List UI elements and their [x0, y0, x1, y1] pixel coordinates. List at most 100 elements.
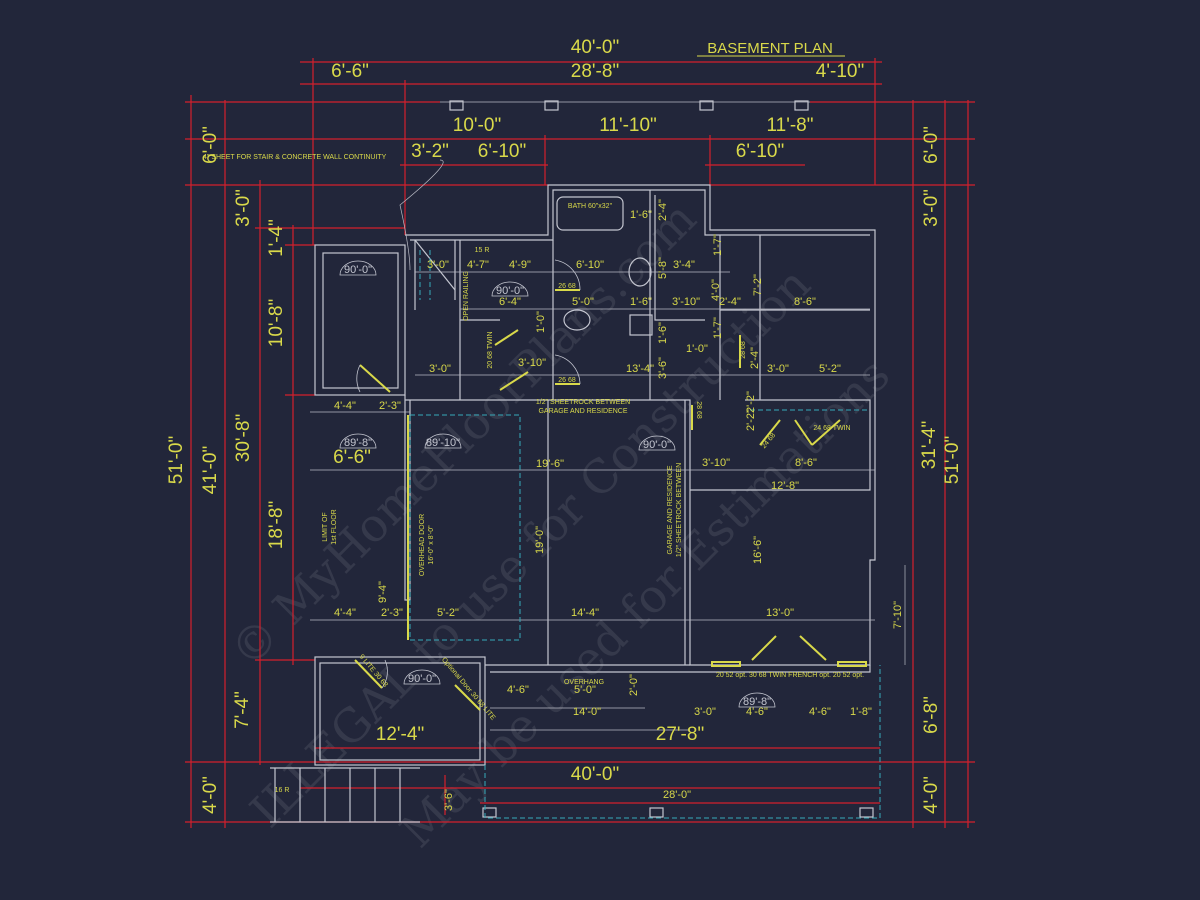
dim-label: 3'-4": [673, 259, 695, 271]
room-dimensions: 3'-0" 4'-7" 4'-9" 6'-10" 6'-4" 5'-0" 3'-…: [333, 199, 872, 718]
dim-label: 1'-4": [266, 219, 287, 257]
sheetrock-note: GARAGE AND RESIDENCE: [538, 408, 627, 415]
dim-label: 14'-4": [571, 607, 599, 619]
dim-label: 2'-4": [749, 347, 761, 369]
dim-label: 3'-6": [657, 357, 669, 379]
dim-label: 6'-0": [921, 126, 942, 164]
overhead-door-note: 16'-0" x 8'-0": [428, 525, 435, 565]
left-dimensions: 6'-0" 3'-0" 1'-4" 10'-8" 30'-8" 51'-0" 4…: [166, 126, 287, 814]
dim-label: 3'-0": [429, 363, 451, 375]
dim-label: 12'-4": [376, 724, 424, 745]
dim-label: 4'-4": [334, 607, 356, 619]
dim-label: 28'-0": [663, 789, 691, 801]
dim-label: 5'-0": [574, 684, 596, 696]
open-railing-tag: OPEN RAILING: [463, 271, 470, 321]
limit-note: LIMIT OF: [322, 512, 329, 541]
dim-label: 8'-6": [794, 296, 816, 308]
dim-label: 13'-4": [626, 363, 654, 375]
dim-label: 1'-7": [712, 317, 724, 339]
stair-risers-tag: 16 R: [275, 787, 290, 794]
dim-label: 5'-0": [572, 296, 594, 308]
dim-label: 3'-0": [427, 259, 449, 271]
dim-label: 3'-2": [411, 141, 449, 162]
dim-label: 6'-0": [200, 126, 221, 164]
limit-note: 1st FLOOR: [331, 509, 338, 544]
angle-label: 90'-0": [643, 439, 671, 451]
dimension-lines: [185, 58, 975, 828]
dim-label: 6'-4": [499, 296, 521, 308]
dim-label: 2'-2": [745, 391, 757, 413]
hidden-lines: [409, 250, 881, 819]
dim-label: 8'-6": [795, 457, 817, 469]
overhang-label: OVERHANG: [564, 679, 604, 686]
dim-label: 28'-8": [571, 61, 619, 82]
bath-tag: BATH 60"x32": [568, 203, 613, 210]
dim-label: 3'-6": [443, 789, 455, 811]
dim-label: 30'-8": [233, 414, 254, 462]
dim-label: 1'-8": [850, 706, 872, 718]
dim-label: 9'-4": [377, 581, 389, 603]
dim-label: 41'-0": [200, 446, 221, 494]
dim-label: 3'-0": [921, 189, 942, 227]
angle-label: 90'-0": [408, 673, 436, 685]
dim-label: 51'-0": [942, 436, 963, 484]
dim-label: 4'-7": [467, 259, 489, 271]
dim-label: 12'-8": [771, 480, 799, 492]
stair-risers-tag: 15 R: [475, 247, 490, 254]
dim-label: 4'-10": [816, 61, 864, 82]
overhead-door-note: OVERHEAD DOOR: [419, 514, 426, 576]
dim-label: 5'-8": [657, 257, 669, 279]
dim-label: 3'-0": [767, 363, 789, 375]
dim-label: 1'-0": [686, 343, 708, 355]
french-door-tag: 20 52 opt. 30 68 TWIN FRENCH opt. 20 52 …: [716, 672, 864, 679]
dim-label: 2'-4": [719, 296, 741, 308]
dim-label: 16'-6": [752, 536, 764, 564]
sheetrock-note: 1/2" SHEETROCK BETWEEN: [536, 399, 630, 406]
dim-label: 6'-6": [331, 61, 369, 82]
dim-label: 1'-6": [630, 296, 652, 308]
dim-label: 3'-10": [518, 357, 546, 369]
top-dimensions: 40'-0" 6'-6" 28'-8" 4'-10" 10'-0" 11'-10…: [331, 37, 864, 162]
dim-label: 40'-0": [571, 37, 619, 58]
stair-wall-note: 4" SHEET FOR STAIR & CONCRETE WALL CONTI…: [203, 154, 387, 161]
dim-label: 6'-10": [478, 141, 526, 162]
doors: [354, 159, 867, 711]
dim-label: 4'-0": [200, 776, 221, 814]
dim-label: 6'-10": [736, 141, 784, 162]
dim-label: 5'-2": [819, 363, 841, 375]
door-tag: 26 68: [558, 377, 576, 384]
door-tag: 24 68 TWIN: [813, 425, 850, 432]
dim-label: 4'-4": [334, 400, 356, 412]
dim-label: 2'-2": [745, 409, 757, 431]
dim-label: 13'-0": [766, 607, 794, 619]
dim-label: 7'-10": [892, 601, 904, 629]
dim-label: 4'-0": [921, 776, 942, 814]
dim-label: 18'-8": [266, 501, 287, 549]
angle-tags: 90'-0" 90'-0" 89'-8" 89'-10" 90'-0" 90'-…: [339, 260, 776, 708]
door-tag: 28 68: [740, 341, 747, 359]
angle-label: 89'-8": [344, 437, 372, 449]
angle-label: 90'-0": [344, 264, 372, 276]
door-tag: Optional Door 30 68 LITE: [440, 656, 497, 722]
dim-label: 1'-0": [535, 311, 547, 333]
bottom-dimensions: 12'-4" 27'-8" 40'-0" 28'-0" 3'-6": [376, 724, 704, 811]
dim-label: 1'-6": [630, 209, 652, 221]
dim-label: 6'-6": [333, 447, 371, 468]
interior-dimension-strings: [310, 271, 906, 731]
dim-label: 7'-4": [232, 691, 253, 729]
dim-label: 6'-10": [576, 259, 604, 271]
dim-label: 27'-8": [656, 724, 704, 745]
door-tag: 26 68: [558, 283, 576, 290]
door-tag: 20 68 TWIN: [487, 331, 494, 368]
dim-label: 6'-8": [921, 696, 942, 734]
dim-label: 11'-10": [599, 115, 657, 136]
dim-label: 5'-2": [437, 607, 459, 619]
dim-label: 10'-0": [453, 115, 501, 136]
sheetrock-note: 1/2" SHEETROCK BETWEEN: [676, 463, 683, 557]
dim-label: 19'-0": [534, 526, 546, 554]
dim-label: 4'-9": [509, 259, 531, 271]
dim-label: 3'-0": [233, 189, 254, 227]
sheetrock-note: GARAGE AND RESIDENCE: [667, 465, 674, 554]
dim-label: 14'-0": [573, 706, 601, 718]
